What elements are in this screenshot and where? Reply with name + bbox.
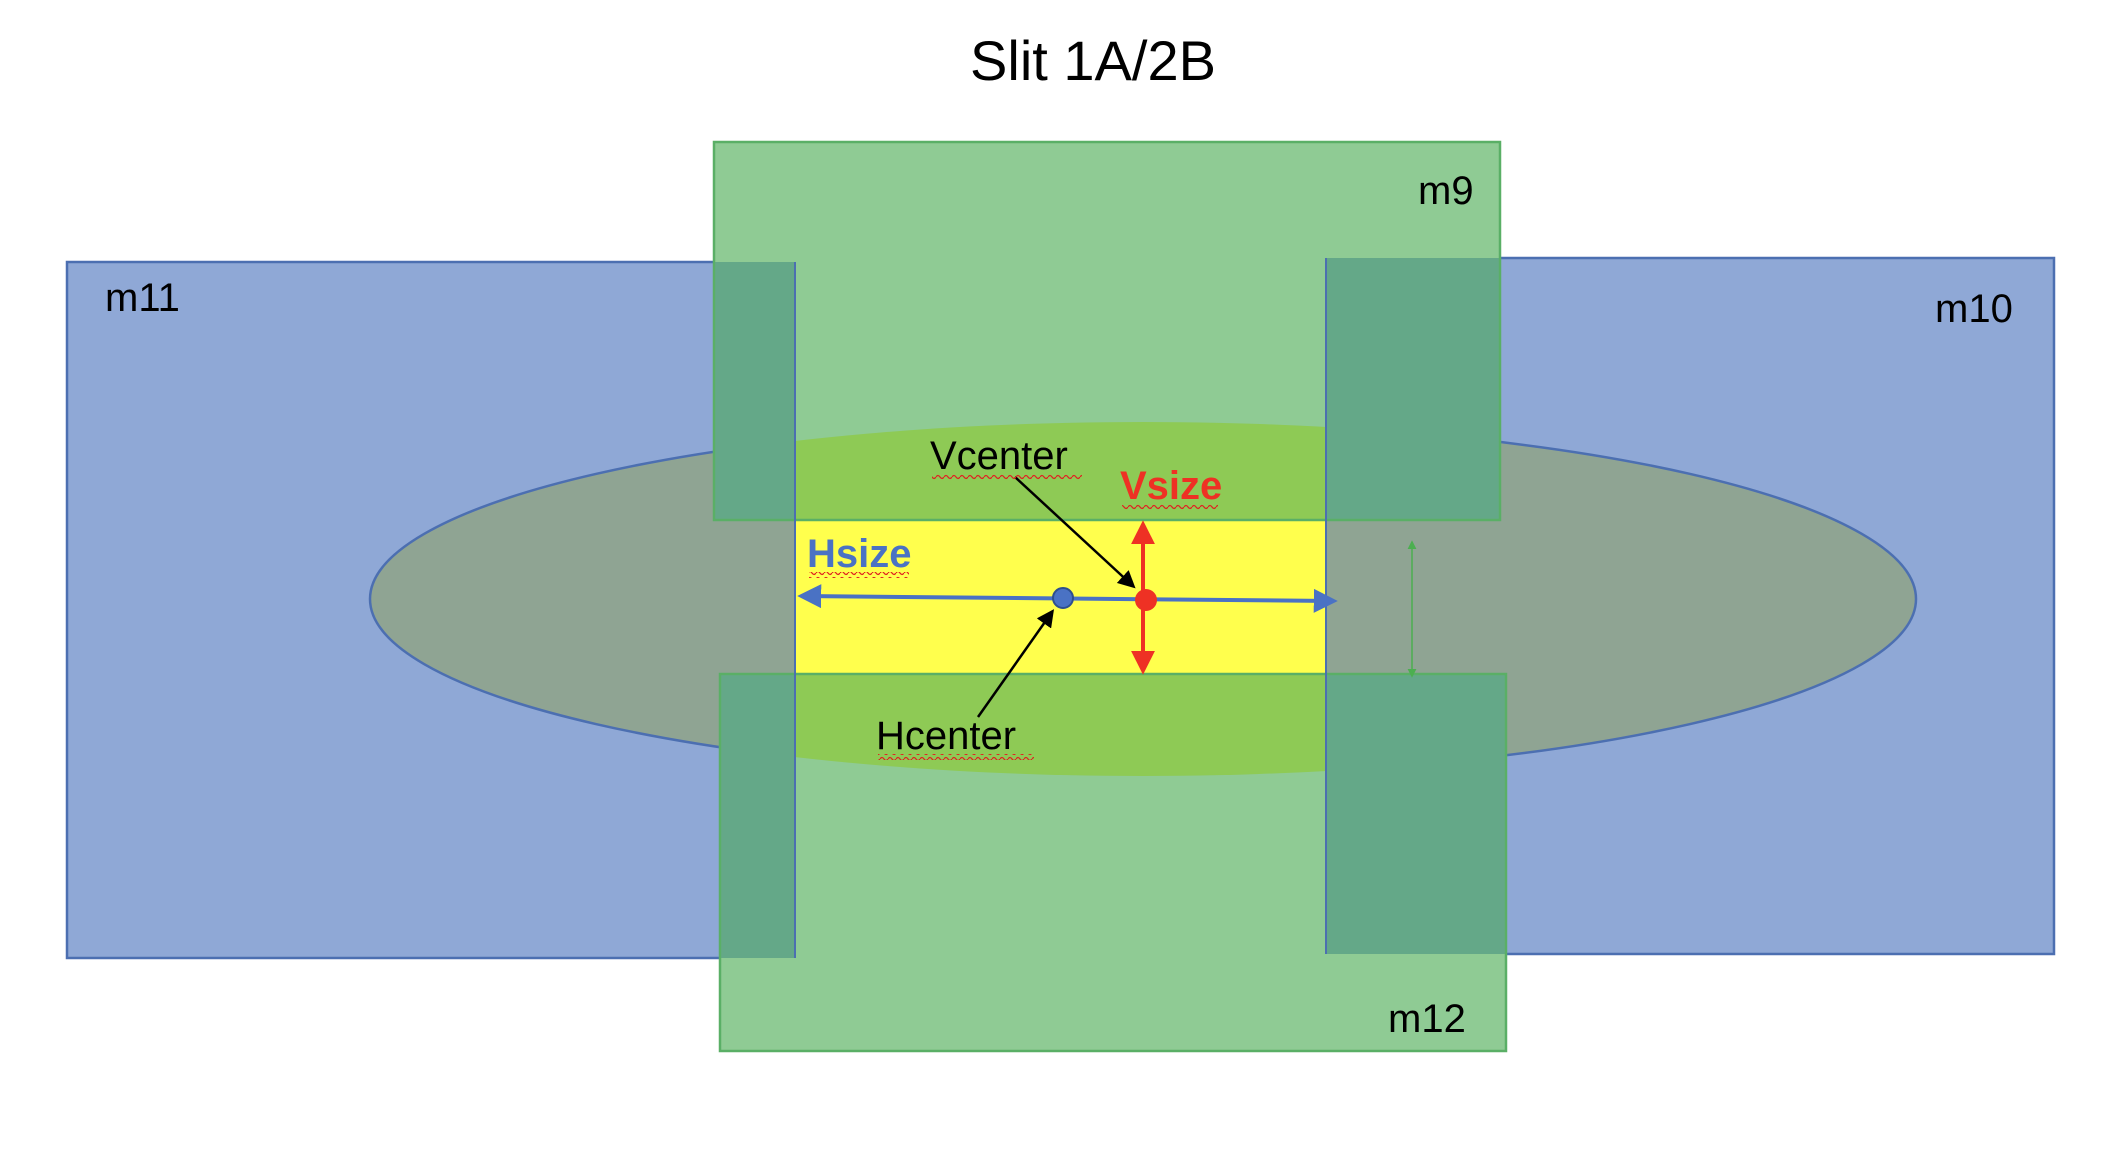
overlap-m12-m10 [1326, 674, 1506, 954]
label-m12: m12 [1388, 997, 1466, 1041]
label-m9: m9 [1418, 169, 1474, 213]
vsize-spellcheck-underline [1122, 504, 1218, 510]
label-hcenter: Hcenter [876, 714, 1016, 758]
vcenter-pointer [1014, 476, 1136, 589]
label-m11: m11 [105, 276, 180, 320]
overlap-m9-m11 [714, 262, 795, 520]
overlap-m9-m10 [1326, 258, 1500, 520]
blade-m12-outline [718, 672, 1508, 1053]
hsize-spellcheck-underline [809, 572, 909, 578]
label-vcenter: Vcenter [930, 434, 1068, 478]
blade-m9-outline [712, 140, 1502, 522]
hcenter-dot [1052, 587, 1074, 609]
label-vsize: Vsize [1120, 464, 1222, 508]
vcenter-dot [1135, 589, 1157, 611]
label-m10: m10 [1935, 287, 2013, 331]
diagram-title: Slit 1A/2B [970, 29, 1216, 92]
hcenter-pointer [976, 609, 1055, 718]
hcenter-spellcheck-underline [878, 754, 1034, 760]
label-hsize: Hsize [807, 532, 912, 576]
vcenter-spellcheck-underline [932, 474, 1082, 480]
overlap-m12-m11 [720, 674, 795, 958]
